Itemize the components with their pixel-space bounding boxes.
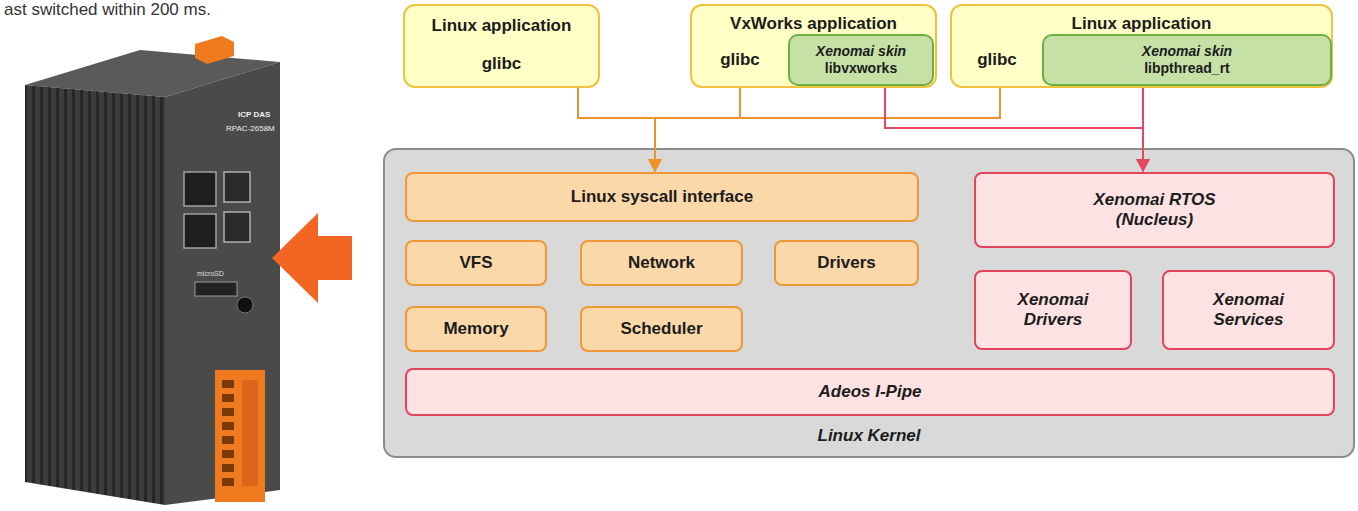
skin-title: Xenomai skin	[816, 43, 906, 60]
box-title: Linux application	[405, 16, 598, 36]
skin-box: Xenomai skinlibpthread_rt	[1042, 34, 1332, 86]
kernel-component: Linux syscall interface	[405, 172, 919, 222]
connector	[1136, 86, 1150, 172]
terminal-pin	[222, 422, 234, 430]
skin-title: Xenomai skin	[1142, 43, 1232, 60]
connector-line	[578, 88, 655, 161]
device-side	[25, 85, 165, 505]
slot-label: microSD	[197, 270, 224, 278]
terminal-pin	[222, 394, 234, 402]
rtos-component: Xenomai Drivers	[974, 270, 1132, 350]
kernel-component: Scheduler	[580, 306, 743, 352]
component-label: Scheduler	[620, 319, 702, 339]
connector-line	[885, 86, 1143, 161]
top-connector	[195, 36, 234, 64]
kernel-component: Drivers	[774, 240, 919, 286]
text-slot: Linux application	[405, 16, 598, 36]
kernel-ground	[384, 149, 1354, 457]
text-slot: glibc	[405, 54, 598, 74]
model-name: RPAC-2658M	[226, 124, 275, 133]
component-label: Xenomai Drivers	[1003, 290, 1103, 331]
connector	[578, 88, 662, 172]
arrowhead	[648, 159, 662, 172]
component-label: Xenomai Services	[1199, 290, 1299, 331]
terminal-block	[215, 370, 265, 502]
caption-fragment: ast switched within 200 ms.	[4, 0, 211, 20]
connector	[885, 86, 1150, 172]
skin-box: Xenomai skinlibvxworks	[788, 34, 934, 86]
connector-line	[655, 88, 740, 161]
text-slot: glibc	[692, 50, 788, 70]
rj45-port	[184, 172, 216, 206]
ipipe-band: Adeos I-Pipe	[405, 368, 1335, 416]
sd-slot	[195, 282, 237, 296]
usb-port	[224, 172, 250, 202]
connector-line	[655, 88, 1000, 161]
connector	[648, 88, 740, 172]
box-title: Linux application	[952, 14, 1331, 34]
terminal-pin	[222, 464, 234, 472]
text-slot: RPAC-2658M	[226, 124, 275, 133]
kernel-title: Linux Kernel	[385, 426, 1353, 446]
connector-line	[1142, 86, 1144, 161]
library-label: libvxworks	[825, 60, 897, 77]
library-label: libpthread_rt	[1144, 60, 1230, 77]
application-box: Linux applicationglibcXenomai skinlibpth…	[950, 4, 1333, 88]
rj45-port	[184, 214, 216, 248]
usb-port	[224, 212, 250, 242]
rtos-label: Xenomai RTOS (Nucleus)	[1065, 190, 1245, 231]
component-label: Linux syscall interface	[571, 187, 753, 207]
text-slot: ICP DAS	[238, 110, 270, 119]
text-slot: Linux application	[952, 14, 1331, 34]
terminal-pin	[222, 478, 234, 486]
kernel-component: VFS	[405, 240, 547, 286]
component-label: Adeos I-Pipe	[819, 382, 922, 402]
pointer-arrow	[272, 213, 352, 303]
box-title: VxWorks application	[692, 14, 935, 34]
kernel-component: Memory	[405, 306, 547, 352]
terminal-pin	[222, 450, 234, 458]
terminal-screws	[242, 380, 258, 486]
library-label: glibc	[405, 54, 598, 74]
reset-knob	[237, 297, 253, 313]
terminal-pin	[222, 436, 234, 444]
library-label: glibc	[692, 50, 788, 70]
text-slot: Linux Kernel	[385, 426, 1353, 446]
arrowhead	[648, 159, 662, 172]
kernel-component: Network	[580, 240, 743, 286]
terminal-pin	[222, 380, 234, 388]
component-label: Network	[628, 253, 695, 273]
component-label: VFS	[459, 253, 492, 273]
text-slot: VxWorks application	[692, 14, 935, 34]
application-box: Linux application glibc	[403, 4, 600, 88]
text-slot: microSD	[197, 270, 224, 278]
library-label: glibc	[952, 50, 1042, 70]
application-box: VxWorks applicationglibcXenomai skinlibv…	[690, 4, 937, 88]
kernel-box: Linux Kernel Linux syscall interfaceVFS Ne…	[383, 148, 1355, 458]
terminal-pin	[222, 408, 234, 416]
text-slot: ast switched within 200 ms.	[4, 0, 211, 20]
text-slot: glibc	[952, 50, 1042, 70]
device-front	[165, 62, 280, 505]
component-label: Drivers	[817, 253, 876, 273]
connector	[648, 88, 1000, 172]
arrowhead	[648, 159, 662, 172]
rtos-box: Xenomai RTOS (Nucleus)	[974, 172, 1335, 248]
rtos-component: Xenomai Services	[1162, 270, 1335, 350]
component-label: Memory	[443, 319, 508, 339]
arrowhead	[1136, 159, 1150, 172]
arrowhead	[1136, 159, 1150, 172]
brand-logo: ICP DAS	[238, 110, 270, 119]
